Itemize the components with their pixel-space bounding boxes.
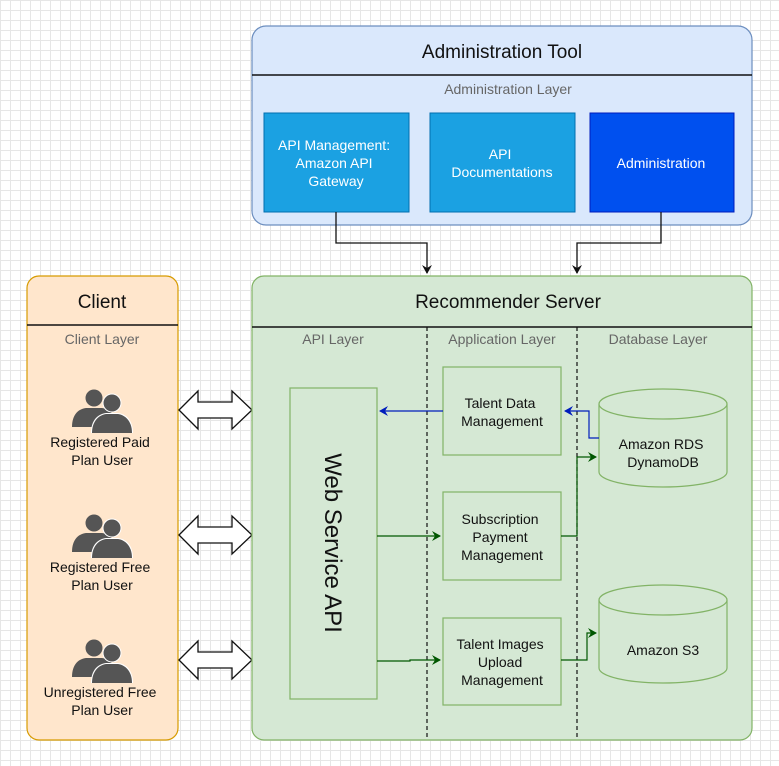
talent-images-to-s3-arrow: [561, 628, 597, 661]
subscription-payment-management-box[interactable]: Subscription Payment Management: [442, 491, 562, 581]
database-layer-label: Database Layer: [609, 331, 708, 347]
svg-text:Talent Data Management: Talent Data Management: [461, 395, 543, 429]
amazon-rds-dynamodb-database[interactable]: Amazon RDS DynamoDB: [598, 388, 728, 488]
app-box-label-line: Talent Images: [456, 636, 543, 652]
api-layer-label: API Layer: [302, 331, 364, 347]
client-title: Client: [78, 292, 127, 313]
app-box-label-line: Payment: [472, 529, 527, 545]
administration-tool-container: Administration Tool Administration Layer…: [251, 25, 753, 226]
client-server-double-arrow: [178, 639, 253, 681]
administration-box[interactable]: Administration: [589, 112, 735, 213]
user-label-line: Registered Paid: [50, 434, 150, 450]
svg-text:Registered Free Plan U: Registered Free Plan User: [50, 559, 154, 593]
svg-text:Amazon RDS DynamoDB: Amazon RDS DynamoDB: [619, 436, 708, 470]
database-label-line: Amazon RDS: [619, 436, 704, 452]
svg-text:Talent Images Upload: Talent Images Upload Management: [456, 636, 547, 688]
subscription-to-rds-arrow: [561, 452, 597, 537]
app-box-label-line: Management: [461, 547, 543, 563]
api-management-label-line: Gateway: [308, 173, 363, 189]
app-box-label-line: Subscription: [462, 511, 539, 527]
svg-text:Registered Paid Plan U: Registered Paid Plan User: [50, 434, 154, 468]
recommender-server-title: Recommender Server: [415, 292, 602, 313]
user-label-line: Plan User: [71, 452, 133, 468]
api-documentations-label-line: Documentations: [451, 164, 552, 180]
web-service-api-box[interactable]: Web Service API: [289, 387, 378, 700]
user-label-line: Plan User: [71, 577, 133, 593]
talent-data-management-box[interactable]: Talent Data Management: [442, 366, 562, 456]
database-to-talent-data-arrow: [564, 406, 599, 439]
app-box-label-line: Talent Data: [465, 395, 536, 411]
client-layer-label: Client Layer: [65, 331, 140, 347]
api-management-label-line: Amazon API: [296, 155, 373, 171]
unregistered-free-user[interactable]: Unregistered Free Plan User: [44, 639, 161, 719]
svg-text:API Management: Amazon: API Management: Amazon API Gateway: [278, 137, 394, 189]
recommender-server-container: Recommender Server API Layer Application…: [251, 275, 753, 741]
user-label-line: Unregistered Free: [44, 684, 157, 700]
web-service-api-label: Web Service API: [319, 453, 346, 633]
svg-text:Unregistered Free Plan: Unregistered Free Plan User: [44, 684, 161, 718]
api-management-to-server-arrow: [335, 212, 432, 274]
administration-to-server-arrow: [572, 212, 662, 274]
app-box-label-line: Upload: [478, 654, 522, 670]
client-container: Client Client Layer Registered Paid Plan…: [26, 275, 179, 741]
client-server-double-arrow: [178, 389, 253, 431]
svg-text:Subscription Payment: Subscription Payment Management: [461, 511, 543, 563]
user-label-line: Plan User: [71, 702, 133, 718]
database-label: Amazon S3: [627, 642, 700, 658]
app-box-label-line: Management: [461, 413, 543, 429]
user-label-line: Registered Free: [50, 559, 151, 575]
client-server-double-arrow: [178, 514, 253, 556]
api-management-box[interactable]: API Management: Amazon API Gateway: [263, 112, 410, 213]
api-documentations-label-line: API: [489, 146, 512, 162]
administration-layer-label: Administration Layer: [444, 81, 572, 97]
administration-tool-title: Administration Tool: [422, 42, 582, 63]
app-box-label-line: Management: [461, 672, 543, 688]
talent-images-upload-management-box[interactable]: Talent Images Upload Management: [442, 617, 562, 706]
amazon-s3-database[interactable]: Amazon S3: [598, 584, 728, 684]
api-management-label-line: API Management:: [278, 137, 390, 153]
registered-free-user[interactable]: Registered Free Plan User: [50, 514, 154, 594]
application-layer-label: Application Layer: [448, 331, 556, 347]
api-documentations-box[interactable]: API Documentations: [429, 112, 576, 213]
api-to-talent-images-arrow: [377, 655, 441, 665]
svg-text:API Documentations: API Documentations: [451, 146, 552, 180]
registered-paid-user[interactable]: Registered Paid Plan User: [50, 389, 154, 469]
database-label-line: DynamoDB: [627, 454, 699, 470]
administration-label: Administration: [617, 155, 706, 171]
